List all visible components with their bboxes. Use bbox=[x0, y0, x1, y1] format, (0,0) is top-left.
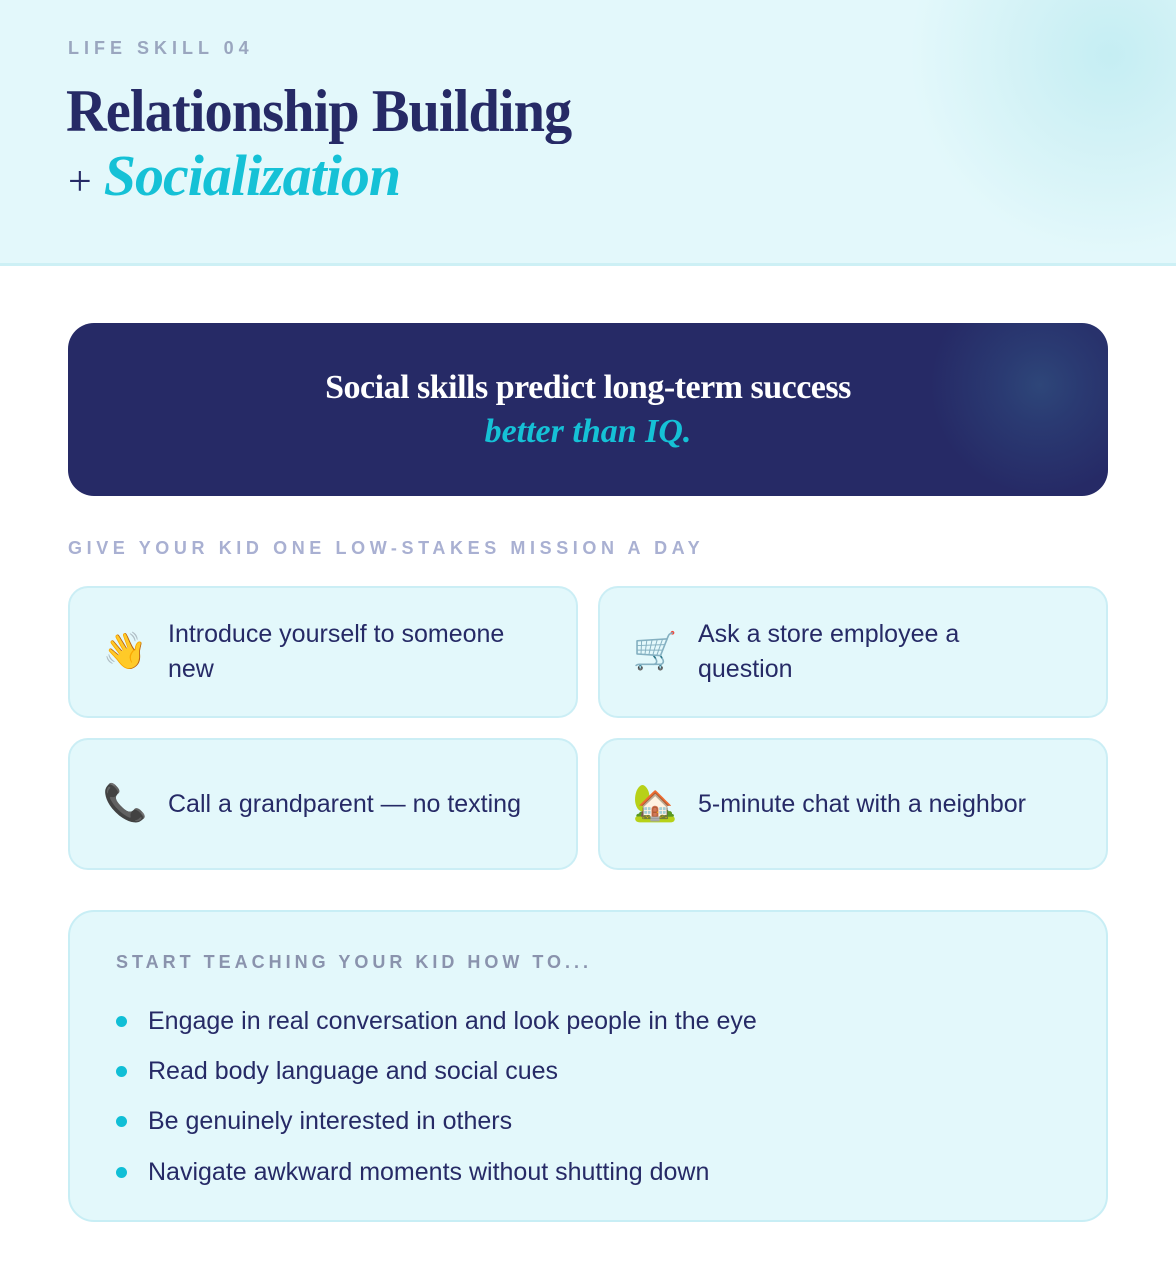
list-item-text: Be genuinely interested in others bbox=[148, 1107, 513, 1136]
missions-section-label: GIVE YOUR KID ONE LOW-STAKES MISSION A D… bbox=[68, 538, 705, 558]
telephone-icon: 📞 bbox=[102, 783, 148, 824]
bullet-dot-icon bbox=[116, 1015, 127, 1027]
teaching-list: Engage in real conversation and look peo… bbox=[116, 996, 757, 1197]
list-item: Read body language and social cues bbox=[116, 1046, 757, 1096]
list-item-text: Read body language and social cues bbox=[148, 1056, 559, 1085]
mission-text: Call a grandparent — no texting bbox=[168, 789, 521, 818]
bullet-dot-icon bbox=[116, 1065, 127, 1077]
plus-sign: + bbox=[68, 159, 92, 205]
bullet-dot-icon bbox=[116, 1116, 127, 1128]
page-title: Relationship Building bbox=[66, 78, 572, 144]
banner-headline: Social skills predict long-term success bbox=[325, 368, 851, 406]
teaching-section-label: START TEACHING YOUR KID HOW TO... bbox=[116, 952, 593, 972]
mission-card: 🛒 Ask a store employee a question bbox=[598, 586, 1108, 718]
teaching-box: START TEACHING YOUR KID HOW TO... Engage… bbox=[68, 910, 1108, 1222]
banner-accent: better than IQ. bbox=[484, 412, 692, 450]
header: LIFE SKILL 04 Relationship Building + So… bbox=[0, 0, 1176, 266]
list-item: Engage in real conversation and look peo… bbox=[116, 996, 757, 1046]
mission-card: 📞 Call a grandparent — no texting bbox=[68, 738, 578, 870]
mission-card: 👋 Introduce yourself to someone new bbox=[68, 586, 578, 718]
list-item-text: Navigate awkward moments without shuttin… bbox=[148, 1157, 710, 1186]
waving-hand-icon: 👋 bbox=[102, 631, 148, 672]
shopping-cart-icon: 🛒 bbox=[632, 631, 678, 672]
page-subtitle: + Socialization bbox=[68, 142, 401, 212]
mission-text: Introduce yourself to someone new bbox=[168, 620, 505, 683]
list-item-text: Engage in real conversation and look peo… bbox=[148, 1006, 757, 1035]
list-item: Navigate awkward moments without shuttin… bbox=[116, 1147, 757, 1197]
key-insight-banner: Social skills predict long-term success … bbox=[68, 323, 1108, 496]
mission-text: 5-minute chat with a neighbor bbox=[698, 789, 1026, 818]
subtitle-accent: Socialization bbox=[103, 143, 401, 208]
list-item: Be genuinely interested in others bbox=[116, 1097, 757, 1147]
mission-card: 🏡 5-minute chat with a neighbor bbox=[598, 738, 1108, 870]
house-with-garden-icon: 🏡 bbox=[632, 783, 678, 824]
bullet-dot-icon bbox=[116, 1166, 127, 1178]
eyebrow-label: LIFE SKILL 04 bbox=[68, 38, 254, 58]
mission-text: Ask a store employee a question bbox=[698, 620, 960, 683]
